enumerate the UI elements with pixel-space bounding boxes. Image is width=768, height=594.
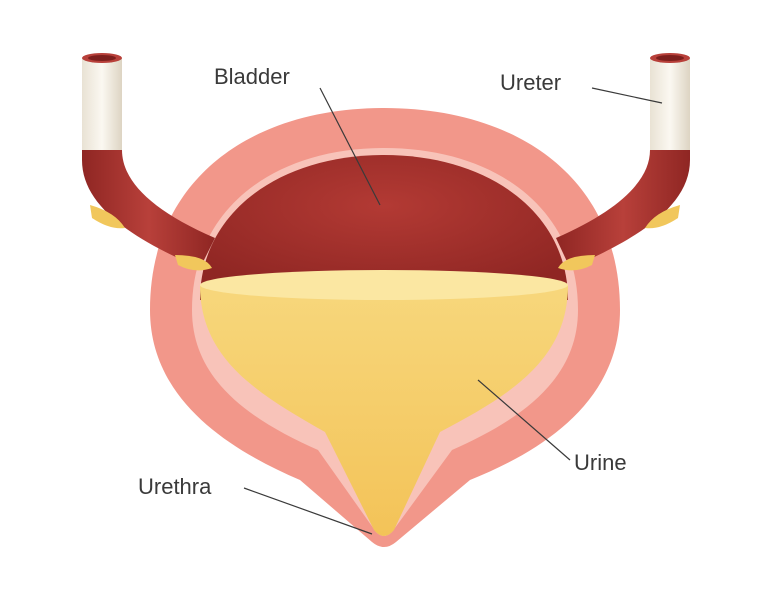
urine-surface xyxy=(200,270,568,300)
fat-blob xyxy=(175,255,212,271)
urine-body xyxy=(200,285,568,536)
urethra-leader-line xyxy=(243,487,373,535)
bladder-cavity xyxy=(200,155,568,300)
bladder-leader-line xyxy=(319,87,381,206)
urine-leader-line xyxy=(477,379,571,461)
ureter-right xyxy=(556,53,690,271)
urethra-label: Urethra xyxy=(138,474,212,499)
ureter-leader-line xyxy=(591,87,663,104)
bladder-label: Bladder xyxy=(214,64,290,89)
urine-label: Urine xyxy=(574,450,627,475)
ureter-left xyxy=(82,53,215,271)
fat-blob xyxy=(645,205,680,229)
ureter-label: Ureter xyxy=(500,70,561,95)
fat-blob xyxy=(90,205,125,229)
fat-blob xyxy=(558,255,595,271)
